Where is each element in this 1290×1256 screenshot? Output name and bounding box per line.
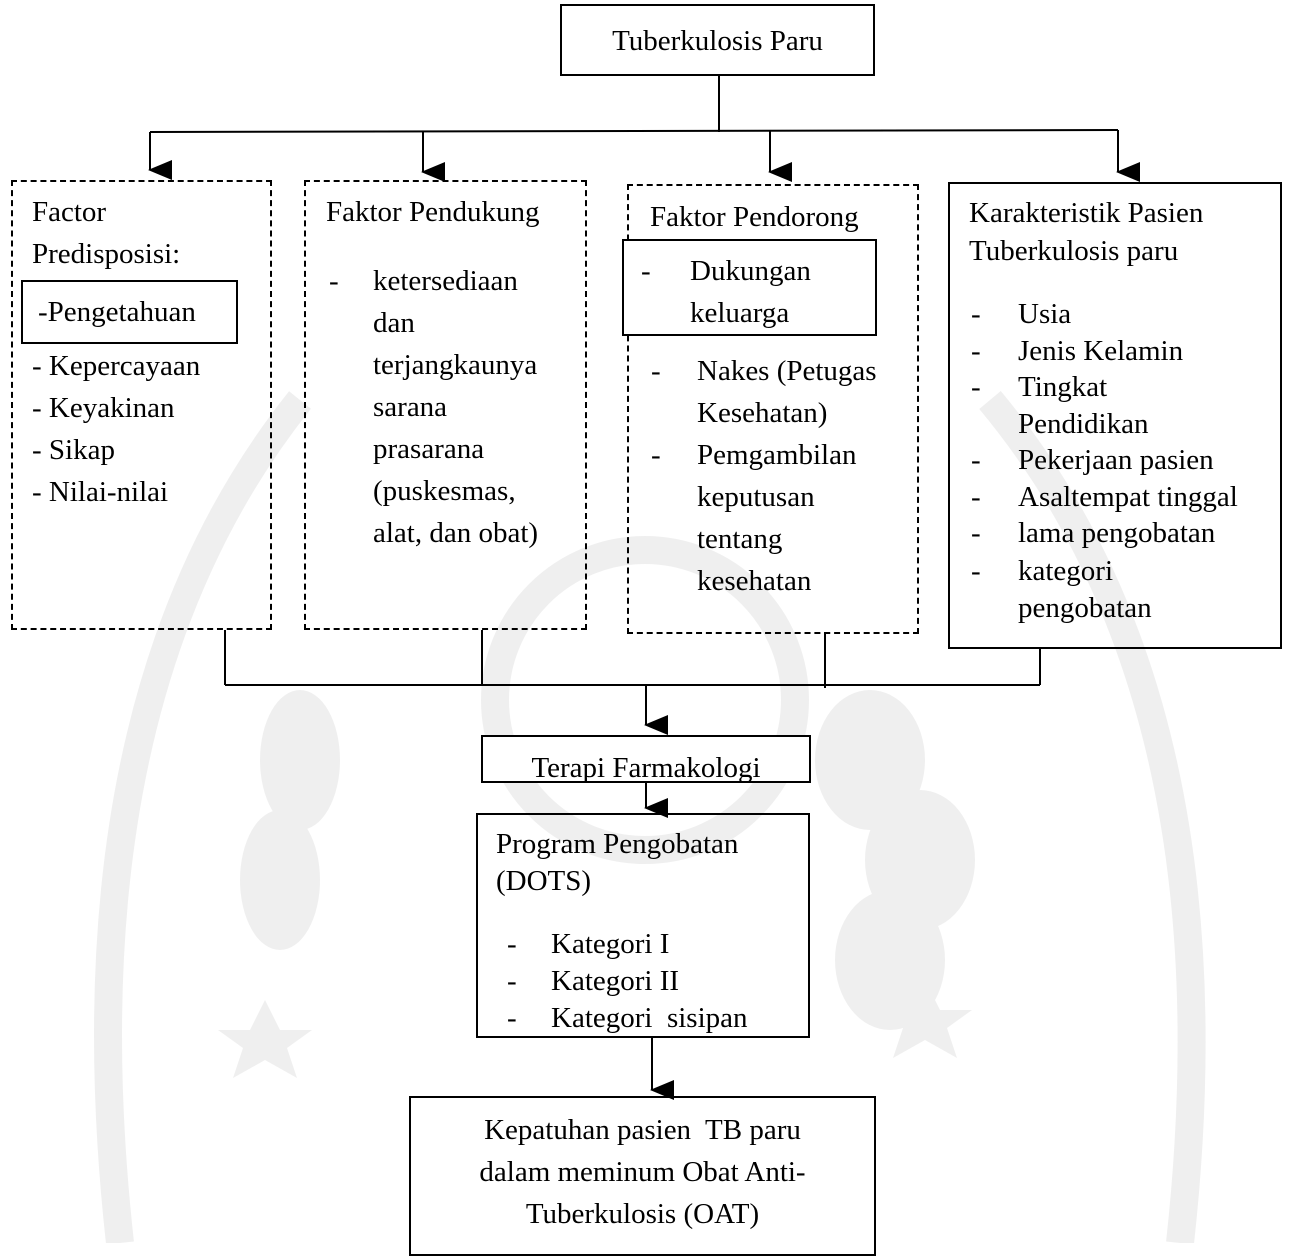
karakteristik-bullet: -: [971, 444, 981, 476]
karakteristik-bullet: -: [971, 517, 981, 549]
karakteristik-bullet: -: [971, 371, 981, 403]
karakteristik-item: Pekerjaan pasien: [1018, 444, 1214, 476]
pendorong-item-line: Kesehatan): [697, 397, 828, 429]
pendorong-boxed-line: keluarga: [690, 297, 790, 329]
karakteristik-item: Jenis Kelamin: [1018, 335, 1184, 367]
predisposisi-title-line-1: Factor: [32, 196, 107, 228]
node-tuberkulosis-paru-label: Tuberkulosis Paru: [612, 25, 823, 57]
karakteristik-title-line-2: Tuberkulosis paru: [969, 235, 1179, 267]
pendukung-item-line: terjangkaunya: [373, 349, 538, 381]
terapi-label: Terapi Farmakologi: [531, 752, 761, 783]
pendorong-boxed-line: Dukungan: [690, 255, 811, 287]
kepatuhan-line: Kepatuhan pasien TB paru: [484, 1114, 801, 1146]
kepatuhan-line: Tuberkulosis (OAT): [525, 1198, 760, 1230]
karakteristik-bullet: -: [971, 481, 981, 513]
node-program-pengobatan: [476, 813, 810, 1038]
pendorong-item-line: tentang: [697, 523, 783, 555]
node-faktor-pendukung: [304, 180, 587, 630]
karakteristik-item: Pendidikan: [1018, 408, 1149, 440]
karakteristik-item: Usia: [1018, 298, 1072, 330]
program-title-line-1: Program Pengobatan: [496, 828, 739, 860]
pendorong-item-line: Pemgambilan: [697, 439, 857, 471]
predisposisi-boxed-item-label: -Pengetahuan: [38, 296, 196, 328]
node-tuberkulosis-paru: Tuberkulosis Paru: [560, 4, 875, 76]
karakteristik-bullet: -: [971, 298, 981, 330]
kepatuhan-line: dalam meminum Obat Anti-: [479, 1156, 806, 1188]
predisposisi-item: - Sikap: [32, 434, 115, 466]
predisposisi-item: - Nilai-nilai: [32, 476, 169, 508]
pendorong-bullet: -: [651, 355, 661, 387]
pendorong-item-line: keputusan: [697, 481, 815, 513]
predisposisi-boxed-item: [21, 280, 238, 344]
karakteristik-item: pengobatan: [1018, 592, 1152, 624]
pendorong-bullet: -: [651, 439, 661, 471]
pendukung-title: Faktor Pendukung: [326, 196, 540, 228]
node-terapi-farmakologi: Terapi Farmakologi: [481, 735, 811, 783]
pendukung-item-line: prasarana: [373, 433, 485, 465]
pendorong-item-line: Nakes (Petugas: [697, 355, 877, 387]
program-bullet: -: [507, 928, 517, 960]
program-item: Kategori II: [551, 965, 680, 997]
predisposisi-item: - Keyakinan: [32, 392, 175, 424]
pendorong-boxed-bullet: -: [641, 255, 651, 287]
program-item: Kategori I: [551, 928, 670, 960]
node-karakteristik-pasien: [948, 182, 1282, 649]
karakteristik-title-line-1: Karakteristik Pasien: [969, 197, 1204, 229]
program-bullet: -: [507, 1002, 517, 1034]
pendorong-boxed-item: [622, 239, 877, 336]
program-title-line-2: (DOTS): [496, 865, 592, 897]
karakteristik-bullet: -: [971, 555, 981, 587]
pendukung-item-line: alat, dan obat): [373, 517, 539, 549]
predisposisi-item: - Kepercayaan: [32, 350, 201, 382]
pendorong-item-line: kesehatan: [697, 565, 812, 597]
karakteristik-item: Tingkat: [1018, 371, 1108, 403]
karakteristik-item: lama pengobatan: [1018, 517, 1216, 549]
predisposisi-title-line-2: Predisposisi:: [32, 238, 181, 270]
pendukung-item-line: (puskesmas,: [373, 475, 516, 507]
pendukung-item-line: dan: [373, 307, 415, 339]
program-item: Kategori sisipan: [551, 1002, 748, 1034]
karakteristik-item: kategori: [1018, 555, 1114, 587]
pendukung-item-line: sarana: [373, 391, 448, 423]
pendukung-item-line: ketersediaan: [373, 265, 518, 297]
pendukung-bullet: -: [329, 265, 339, 297]
node-faktor-pendorong: [627, 184, 919, 634]
node-factor-predisposisi: [11, 180, 272, 630]
pendorong-title: Faktor Pendorong: [650, 201, 859, 233]
node-kepatuhan-pasien: Kepatuhan pasien TB paru dalam meminum O…: [409, 1096, 876, 1256]
karakteristik-bullet: -: [971, 335, 981, 367]
program-bullet: -: [507, 965, 517, 997]
connector-branch-horizontal: [149, 129, 1119, 133]
karakteristik-item: Asaltempat tinggal: [1018, 481, 1238, 513]
